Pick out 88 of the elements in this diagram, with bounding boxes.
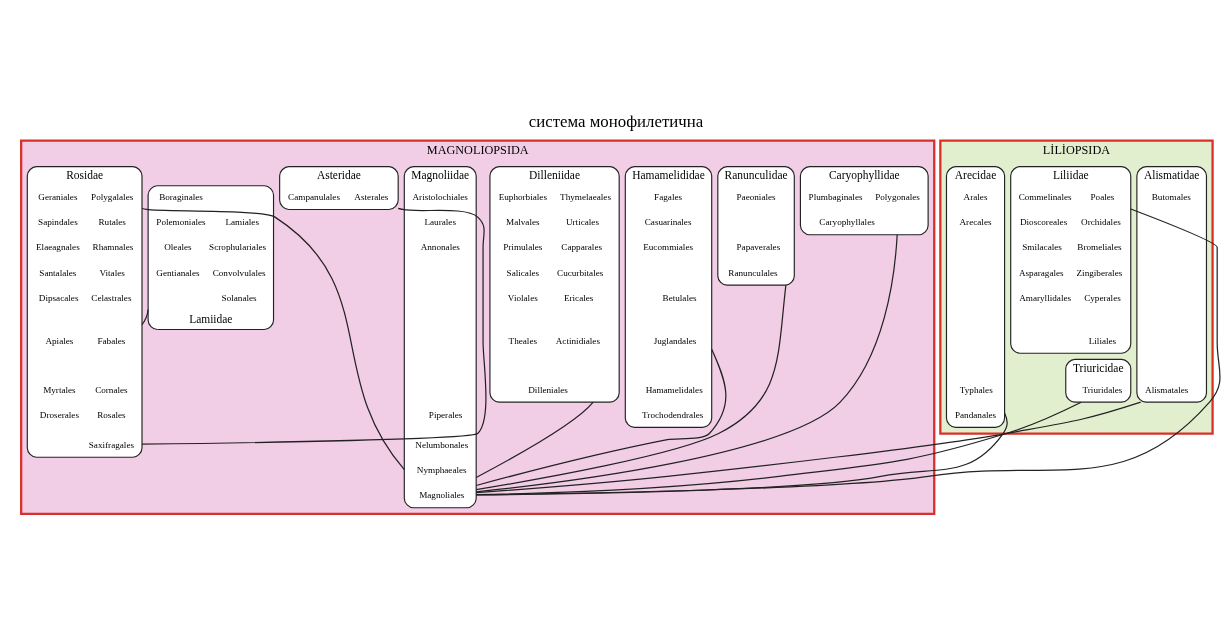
node-text: Myrtales — [43, 384, 76, 395]
node-text: Oleales — [164, 242, 192, 253]
node-text: Violales — [507, 292, 538, 303]
node-text: Arales — [963, 191, 988, 202]
connector — [475, 208, 1221, 496]
node-text: Nymphaeales — [416, 464, 467, 475]
node-text: Plumbaginales — [808, 191, 863, 202]
node-text: Elaeagnales — [36, 242, 80, 253]
node-text: Magnoliales — [419, 490, 465, 501]
node-text: Smilacales — [1022, 242, 1062, 253]
node-text: Cucurbitales — [557, 267, 604, 278]
node-text: Ranunculales — [728, 267, 778, 278]
node-text: Butomales — [1151, 191, 1191, 202]
node-text: Bromeliales — [1077, 242, 1122, 253]
connector — [475, 348, 727, 487]
connector — [475, 284, 787, 491]
node-text: Asparagales — [1018, 267, 1064, 278]
node-text: Annonales — [420, 242, 460, 253]
node-text: Droserales — [39, 409, 79, 420]
node-text: Papaverales — [736, 242, 781, 253]
node-text: Alismatales — [1145, 384, 1189, 395]
node-text: Campanulales — [288, 191, 340, 202]
node-text: Hamamelidales — [645, 384, 703, 395]
node-text: Salicales — [506, 267, 540, 278]
node-text: Malvales — [506, 217, 540, 228]
node-text: Orchidales — [1081, 217, 1121, 228]
node-text: Actinidiales — [555, 335, 601, 346]
node-text: Eucommiales — [643, 242, 694, 253]
node-text: Dipsacales — [38, 292, 79, 303]
node-text: Sapindales — [38, 217, 78, 228]
node-text: Thymelaeales — [560, 191, 611, 202]
node-text: Scrophulariales — [209, 242, 267, 253]
node-text: Cyperales — [1084, 292, 1121, 303]
node-text: Zingiberales — [1076, 267, 1123, 278]
connector — [475, 234, 898, 493]
connector — [141, 207, 405, 471]
connector — [141, 308, 149, 326]
node-text: Boraginales — [159, 191, 203, 202]
node-text: Geraniales — [38, 191, 78, 202]
node-text: Amaryllidales — [1019, 292, 1072, 303]
node-text: Lamiales — [225, 217, 259, 228]
node-text: Euphorbiales — [498, 191, 547, 202]
node-text: Vitales — [99, 267, 125, 278]
node-text: Rutales — [98, 217, 126, 228]
node-text: Rosales — [97, 409, 126, 420]
node-text: Solanales — [221, 292, 257, 303]
node-text: Dioscoreales — [1019, 217, 1068, 228]
node-text: Laurales — [424, 217, 456, 228]
node-text: Betulales — [662, 292, 697, 303]
node-text: Polygalales — [91, 191, 134, 202]
node-text: Dilleniales — [528, 384, 568, 395]
node-text: Liliales — [1088, 335, 1117, 346]
node-text: Santalales — [39, 267, 77, 278]
node-text: Gentianales — [156, 267, 200, 278]
node-text: Triuridales — [1082, 384, 1123, 395]
node-text: Urticales — [565, 217, 599, 228]
node-text: Trochodendrales — [642, 409, 704, 420]
node-text: Primulales — [503, 242, 543, 253]
node-text: Fagales — [654, 191, 683, 202]
node-text: Polygonales — [875, 191, 920, 202]
node-text: Pandanales — [954, 409, 997, 420]
node-text: Asterales — [354, 191, 389, 202]
connector — [475, 412, 1008, 496]
node-text: Commelinales — [1018, 191, 1072, 202]
connector — [141, 207, 487, 445]
node-text: Paeoniales — [736, 191, 776, 202]
node-text: Nelumbonales — [415, 439, 469, 450]
node-text: Celastrales — [91, 292, 132, 303]
node-text: Apiales — [45, 335, 74, 346]
node-text: Aristolochiales — [412, 191, 468, 202]
node-text: Polemoniales — [156, 217, 206, 228]
diagram-title: система монофилетична — [528, 111, 704, 131]
node-text: Typhales — [959, 384, 993, 395]
connector — [475, 401, 594, 479]
node-text: Piperales — [428, 409, 463, 420]
node-text: Saxifragales — [88, 439, 135, 450]
node-text: Caryophyllales — [819, 217, 875, 228]
node-text: Theales — [508, 335, 538, 346]
node-text: Cornales — [95, 384, 128, 395]
node-text: Juglandales — [653, 335, 697, 346]
node-text: Rhamnales — [92, 242, 134, 253]
node-text: Fabales — [97, 335, 126, 346]
node-text: Poales — [1090, 191, 1115, 202]
node-text: Casuarinales — [644, 217, 692, 228]
node-text: Convolvulales — [212, 267, 266, 278]
node-text: Ericales — [563, 292, 594, 303]
node-text: Capparales — [561, 242, 603, 253]
node-text: Arecales — [959, 217, 992, 228]
